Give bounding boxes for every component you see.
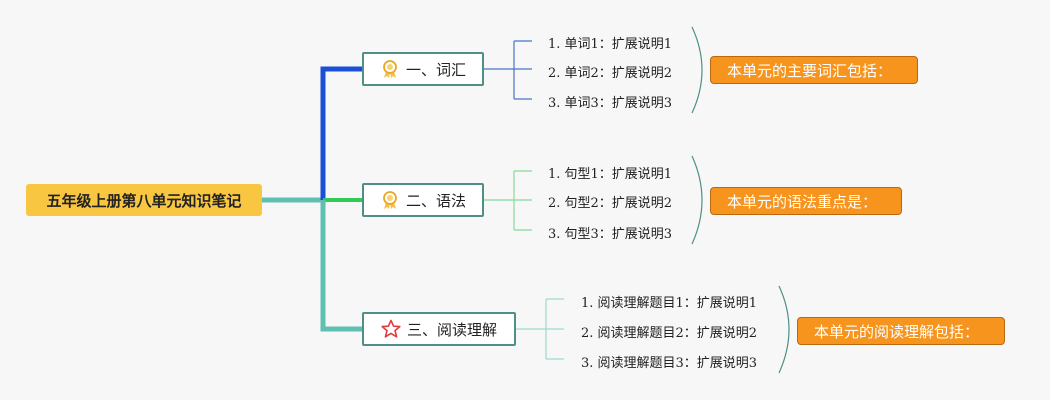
award-ribbon-icon <box>380 59 400 79</box>
leaf-item[interactable]: 3. 句型3：扩展说明3 <box>548 227 673 242</box>
summary-label: 本单元的阅读理解包括： <box>814 322 980 341</box>
branch-label: 二、语法 <box>405 191 466 210</box>
summary-vocabulary[interactable]: 本单元的主要词汇包括： <box>710 56 918 84</box>
root-topic[interactable]: 五年级上册第八单元知识笔记 <box>26 184 262 216</box>
award-ribbon-icon <box>380 190 400 210</box>
branch-node-reading[interactable]: 三、阅读理解 <box>362 312 516 346</box>
star-outline-icon <box>381 319 401 339</box>
leaf-item[interactable]: 2. 句型2：扩展说明2 <box>548 196 673 211</box>
branch-2-leaf-connectors <box>484 170 532 231</box>
branch-label: 三、阅读理解 <box>406 320 497 339</box>
leaf-item[interactable]: 1. 阅读理解题目1：扩展说明1 <box>581 296 758 311</box>
summary-grammar[interactable]: 本单元的语法重点是： <box>710 187 902 215</box>
leaf-item[interactable]: 3. 阅读理解题目3：扩展说明3 <box>581 356 758 371</box>
summary-brace-1 <box>691 26 703 114</box>
summary-brace-3 <box>778 285 790 374</box>
branch-1-leaf-connectors <box>484 40 532 100</box>
branch-1-line <box>320 66 362 200</box>
summary-label: 本单元的主要词汇包括： <box>727 61 893 80</box>
branch-3-leaf-connectors <box>516 298 564 360</box>
summary-label: 本单元的语法重点是： <box>727 192 878 211</box>
leaf-item[interactable]: 2. 阅读理解题目2：扩展说明2 <box>581 326 758 341</box>
branch-3-line <box>320 200 362 332</box>
branch-node-grammar[interactable]: 二、语法 <box>362 183 484 217</box>
leaf-item[interactable]: 3. 单词3：扩展说明3 <box>548 96 673 111</box>
branch-node-vocabulary[interactable]: 一、词汇 <box>362 52 484 86</box>
summary-reading[interactable]: 本单元的阅读理解包括： <box>797 317 1005 345</box>
branch-label: 一、词汇 <box>405 60 466 79</box>
root-topic-label: 五年级上册第八单元知识笔记 <box>46 191 242 210</box>
leaf-item[interactable]: 1. 句型1：扩展说明1 <box>548 167 673 182</box>
leaf-item[interactable]: 2. 单词2：扩展说明2 <box>548 66 673 81</box>
leaf-item[interactable]: 1. 单词1：扩展说明1 <box>548 37 673 52</box>
summary-brace-2 <box>691 155 703 245</box>
